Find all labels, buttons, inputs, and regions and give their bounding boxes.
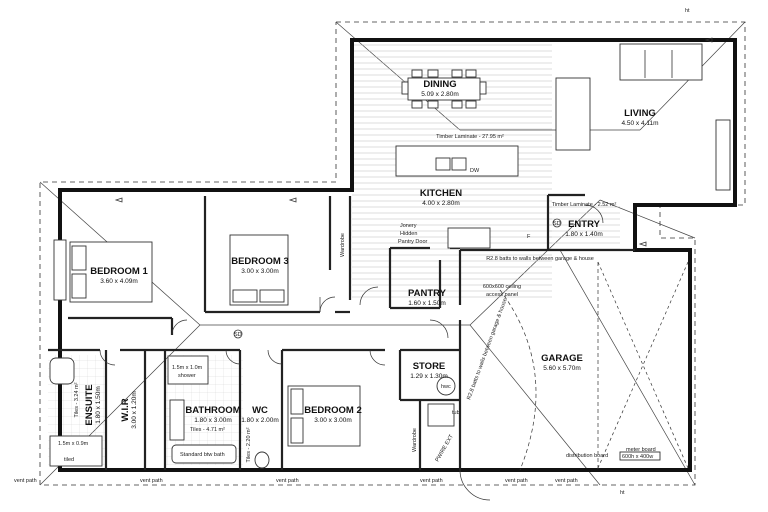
room-dim-ensuite: 1.80 x 1.50m [95,386,102,424]
room-name-ensuite: ENSUITE [84,384,95,425]
room-name-living: LIVING [624,108,656,119]
wardrobe-bed1 [53,239,67,301]
note-ceiling-access-1: 600x600 ceiling [483,284,521,290]
room-dim-bedroom3: 3.00 x 3.00m [241,268,279,275]
meter-board [619,451,661,461]
note-shower-ensuite: 1.5m x 0.9m [58,441,89,447]
room-dim-wc: 1.80 x 2.00m [241,417,279,424]
room-name-wir: W.I.R [120,398,131,421]
room-name-entry: ENTRY [568,219,601,230]
note-laminate-main: Timber Laminate - 27.95 m² [436,134,504,140]
note-standard-bath: Standard btw bath [180,452,225,458]
note-pantry-door: Pantry Door [398,239,428,245]
room-name-bedroom1: BEDROOM 1 [90,266,148,277]
room-name-wc: WC [252,405,268,416]
note-distribution-board: distribution board [566,453,608,459]
room-name-kitchen: KITCHEN [420,188,462,199]
room-name-dining: DINING [423,79,456,90]
note-shower-bath: 1.5m x 1.0m [172,365,203,371]
bath-shower [167,355,209,385]
note-meter-board-size: 600h x 400w [622,454,653,460]
note-shower-ensuite-sub: tiled [64,457,74,463]
note-hwc: hwc [441,384,451,390]
laminate-floor-entry [548,205,620,250]
room-name-pantry: PANTRY [408,288,447,299]
hwc-tank [436,376,456,396]
room-dim-pantry: 1.60 x 1.50m [408,300,446,307]
room-dim-wir: 3.00 x 1.20m [131,391,138,429]
furniture [49,43,731,469]
kitchen-bench [447,227,491,249]
room-name-bedroom3: BEDROOM 3 [231,256,289,267]
room-dim-dining: 5.09 x 2.80m [421,91,459,98]
ensuite-vanity [49,357,75,385]
bathtub [171,444,237,464]
wc-toilet [254,451,270,469]
note-marker-sd: SD [234,332,242,338]
room-labels: DINING 5.09 x 2.80m LIVING 4.50 x 4.11m … [84,79,659,429]
room-name-garage: GARAGE [541,353,583,364]
living-sofa-2 [555,77,591,151]
laundry-tub [427,403,455,427]
living-sofa [619,43,703,81]
note-r28-vertical: R2.8 batts to walls between garage & hou… [466,297,508,400]
exterior-walls [58,38,737,472]
doors [99,204,689,501]
note-vent-path-1: vent path [14,478,37,484]
note-vent-path-6: vent path [555,478,578,484]
room-name-bathroom: BATHROOM [185,405,240,416]
note-tiles-wc: Tiles - 2.20 m² [246,427,252,462]
room-dim-bedroom2: 3.00 x 3.00m [314,417,352,424]
note-dw: DW [470,168,480,174]
note-laminate-entry: Timber Laminate - 2.52 m² [552,202,617,208]
room-dim-garage: 5.60 x 5.70m [543,365,581,372]
vanity-bath [169,399,185,441]
note-tub: tub [452,410,460,416]
interior-walls [48,193,635,470]
note-marker-sd2: SD [553,221,561,227]
note-tiles-ensuite: Tiles - 3.24 m² [74,382,80,417]
note-r28-garage-house: R2.8 batts to walls between garage & hou… [486,256,594,262]
note-ceiling-access-2: access panel [486,292,518,298]
room-dim-bathroom: 1.80 x 3.00m [194,417,232,424]
note-hidden: Hidden [400,231,417,237]
room-name-bedroom2: BEDROOM 2 [304,405,362,416]
roof-arrows [114,37,713,247]
ensuite-shower [49,435,103,467]
note-wardrobe-bed2: Wardrobe [412,428,418,452]
room-dim-kitchen: 4.00 x 2.80m [422,200,460,207]
note-ht-top: ht [685,8,690,14]
note-pwire: PWIRE EXT [435,433,456,463]
note-jonery: Jonery [400,223,417,229]
note-fridge: F [527,234,531,240]
note-vent-path-4: vent path [420,478,443,484]
note-shower-bath-sub: shower [178,373,196,379]
note-vent-path-3: vent path [276,478,299,484]
room-dim-bedroom1: 3.60 x 4.09m [100,278,138,285]
note-vent-path-5: vent path [505,478,528,484]
room-name-store: STORE [413,361,446,372]
room-dim-store: 1.29 x 1.30m [410,373,448,380]
note-ht-bottom: ht [620,490,625,496]
note-vent-path-2: vent path [140,478,163,484]
note-tiles-bath: Tiles - 4.71 m² [190,427,225,433]
note-wardrobe-bed3: Wardrobe [340,233,346,257]
room-dim-entry: 1.80 x 1.40m [565,231,603,238]
note-meter-board: meter board [626,447,656,453]
room-dim-living: 4.50 x 4.11m [621,120,658,127]
